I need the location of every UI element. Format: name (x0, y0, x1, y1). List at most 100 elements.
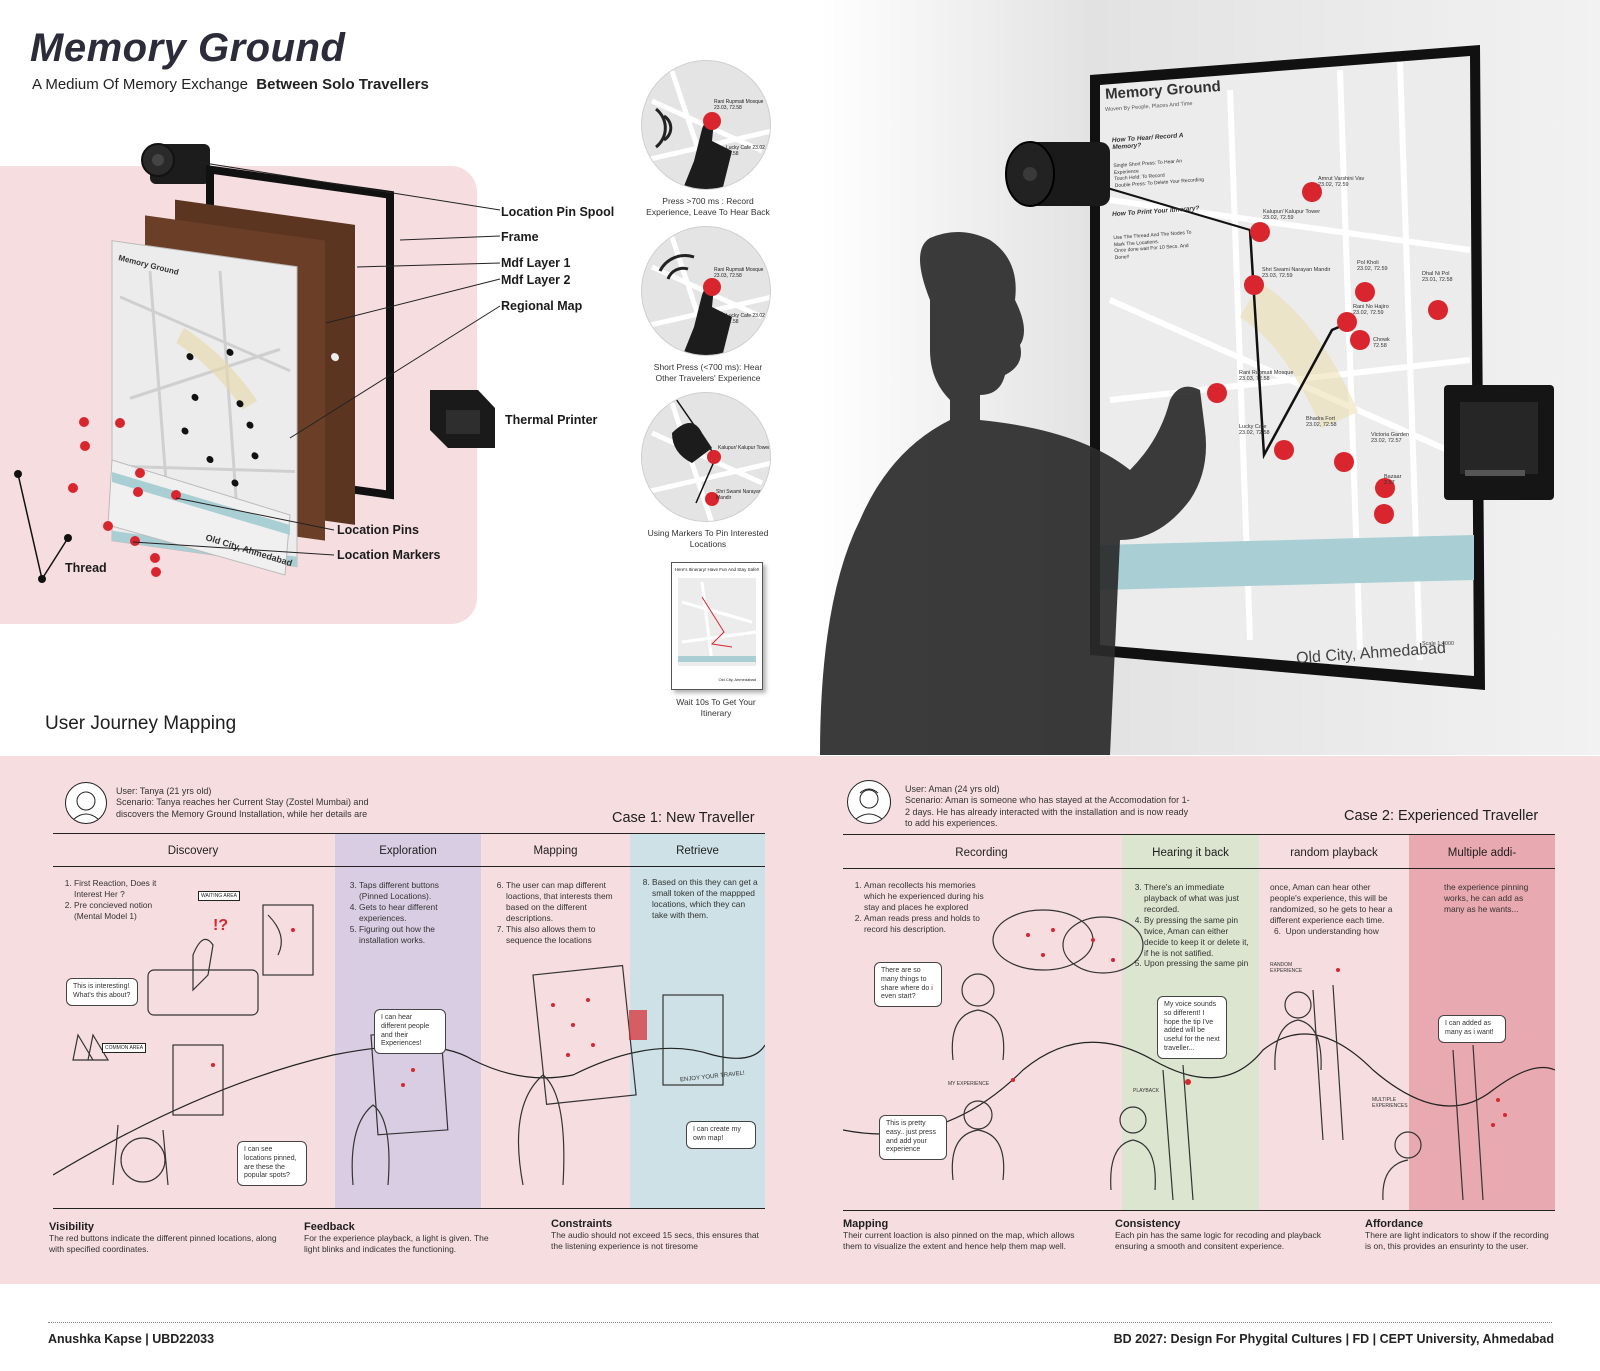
case1-col-head: Mapping (533, 845, 578, 857)
case1-head-divider (53, 866, 765, 867)
speech-bubble: This is interesting! What's this about? (66, 978, 138, 1006)
subtitle-part2: Between Solo Travellers (256, 76, 429, 93)
page-title: Memory Ground (30, 26, 346, 70)
itinerary-title: Here's Itinerary! Have Fun And Stay Safe… (674, 567, 760, 572)
step2-pin-label: Rani Rupmati Mosque 23.03, 72.58 (714, 267, 764, 279)
page-subtitle: A Medium Of Memory Exchange Between Solo… (32, 76, 429, 93)
step3-pin-label: Kalupur/ Kalupur Tower (718, 445, 770, 451)
avatar-aman (847, 780, 891, 824)
case2-head-divider (843, 868, 1555, 869)
case2-col-body: There's an immediate playback of what wa… (1130, 882, 1252, 969)
case1-col-head: Exploration (379, 845, 437, 857)
principle-consistency: Consistency Each pin has the same logic … (1115, 1218, 1322, 1252)
thread-illustration (14, 470, 72, 583)
step-markers-circle: Kalupur/ Kalupur Tower Shri Swami Naraya… (641, 392, 771, 522)
itinerary-place: Old City, Ahmedabad (718, 677, 756, 682)
step-itinerary-caption: Wait 10s To Get Your Itinerary (676, 697, 756, 718)
principle-feedback: Feedback For the experience playback, a … (304, 1221, 489, 1255)
case1-col-head: Retrieve (676, 845, 719, 857)
case1-title: Case 1: New Traveller (612, 810, 755, 826)
step-markers-caption: Using Markers To Pin Interested Location… (647, 528, 769, 549)
itinerary-printout: Here's Itinerary! Have Fun And Stay Safe… (671, 562, 763, 690)
footer-author: Anushka Kapse | UBD22033 (48, 1332, 215, 1346)
label-frame: Frame (501, 230, 539, 244)
case2-col-head: Hearing it back (1152, 847, 1229, 859)
speech-bubble: My voice sounds so different! I hope the… (1157, 996, 1227, 1059)
step1-pin2-label: Lucky Cafe 23.02, 72.58 (726, 145, 767, 157)
sketch-tag: MY EXPERIENCE (948, 1081, 990, 1087)
sketch-tag: COMMON AREA (102, 1043, 147, 1053)
speech-bubble: I can create my own map! (686, 1121, 756, 1149)
exploded-view-illustration: Memory Ground Old City, Ahmedabad (14, 143, 501, 583)
case1-col-body: Taps different buttons (Pinned Locations… (345, 880, 460, 946)
sketch-tag: WAITING AREA (198, 891, 240, 901)
step-record-circle: Rani Rupmati Mosque 23.03, 72.58 Lucky C… (641, 60, 771, 190)
speech-bubble: This is pretty easy.. just press and add… (879, 1115, 947, 1160)
case2-col-body: Aman recollects his memories which he ex… (850, 880, 990, 935)
subtitle-part1: A Medium Of Memory Exchange (32, 76, 248, 93)
label-location-markers: Location Markers (337, 548, 441, 562)
sketch-tag: MULTIPLE EXPERIENCES (1372, 1097, 1408, 1109)
step1-pin-label: Rani Rupmati Mosque 23.03, 72.58 (714, 99, 764, 111)
speech-bubble: I can see locations pinned, are these th… (237, 1141, 307, 1186)
case2-col-head: random playback (1290, 847, 1378, 859)
case1-col-body: The user can map different loactions, th… (492, 880, 617, 946)
label-mdf-layer-1: Mdf Layer 1 (501, 256, 571, 270)
case2-user-info: User: Aman (24 yrs old) Scenario: Aman i… (905, 784, 1190, 829)
avatar-tanya (65, 782, 107, 824)
speech-bubble: I can hear different people and their Ex… (374, 1009, 446, 1054)
case2-scenario: Scenario: Aman is someone who has stayed… (905, 795, 1190, 828)
case1-col-body: Based on this they can get a small token… (638, 877, 758, 921)
journey-title: User Journey Mapping (45, 713, 237, 734)
case1-scenario: Scenario: Tanya reaches her Current Stay… (116, 797, 369, 819)
case2-sketches (843, 909, 1555, 1201)
spool-illustration (141, 143, 210, 184)
step3-pin2-label: Shri Swami Narayan Mandir (716, 489, 762, 501)
case1-bottom-divider (53, 1208, 765, 1209)
thermal-printer-illustration (430, 390, 495, 448)
footer-divider (48, 1322, 1552, 1323)
case1-user-info: User: Tanya (21 yrs old) Scenario: Tanya… (116, 786, 396, 820)
principle-affordance: Affordance There are light indicators to… (1365, 1218, 1549, 1252)
journey-panel (0, 756, 1600, 1284)
principle-constraints: Constraints The audio should not exceed … (551, 1218, 759, 1252)
case2-divider (843, 834, 1555, 835)
case2-col-body: once, Aman can hear other people's exper… (1270, 882, 1393, 936)
principle-visibility: Visibility The red buttons indicate the … (49, 1221, 277, 1255)
principle-mapping: Mapping Their current loaction is also p… (843, 1218, 1075, 1252)
case1-col-head: Discovery (167, 845, 219, 857)
label-thread: Thread (65, 561, 107, 575)
label-thermal-printer: Thermal Printer (505, 413, 598, 427)
svg-text:!?: !? (213, 917, 228, 934)
sketch-tag: PLAYBACK (1133, 1088, 1160, 1094)
installation-scene (820, 0, 1600, 755)
case1-sketches: !? (53, 904, 765, 1186)
board-spool (1005, 141, 1110, 207)
case2-col-body: the experience pinning works, he can add… (1444, 882, 1529, 914)
label-location-pin-spool: Location Pin Spool (501, 205, 615, 219)
case1-divider (53, 833, 765, 834)
label-mdf-layer-2: Mdf Layer 2 (501, 273, 571, 287)
case1-user: User: Tanya (21 yrs old) (116, 786, 212, 796)
speech-bubble: I can added as many as i want! (1438, 1015, 1506, 1043)
label-location-pins: Location Pins (337, 523, 419, 537)
sketch-tag: RANDOM EXPERIENCE (1270, 962, 1303, 974)
case2-bottom-divider (843, 1210, 1555, 1211)
case2-user: User: Aman (24 yrs old) (905, 784, 1000, 794)
case1-col-body: First Reaction, Does it Interest Her ?Pr… (60, 878, 180, 922)
case2-col-head: Multiple addi- (1447, 847, 1517, 859)
board-printer (1444, 385, 1554, 500)
footer-course: BD 2027: Design For Phygital Cultures | … (1113, 1332, 1554, 1346)
